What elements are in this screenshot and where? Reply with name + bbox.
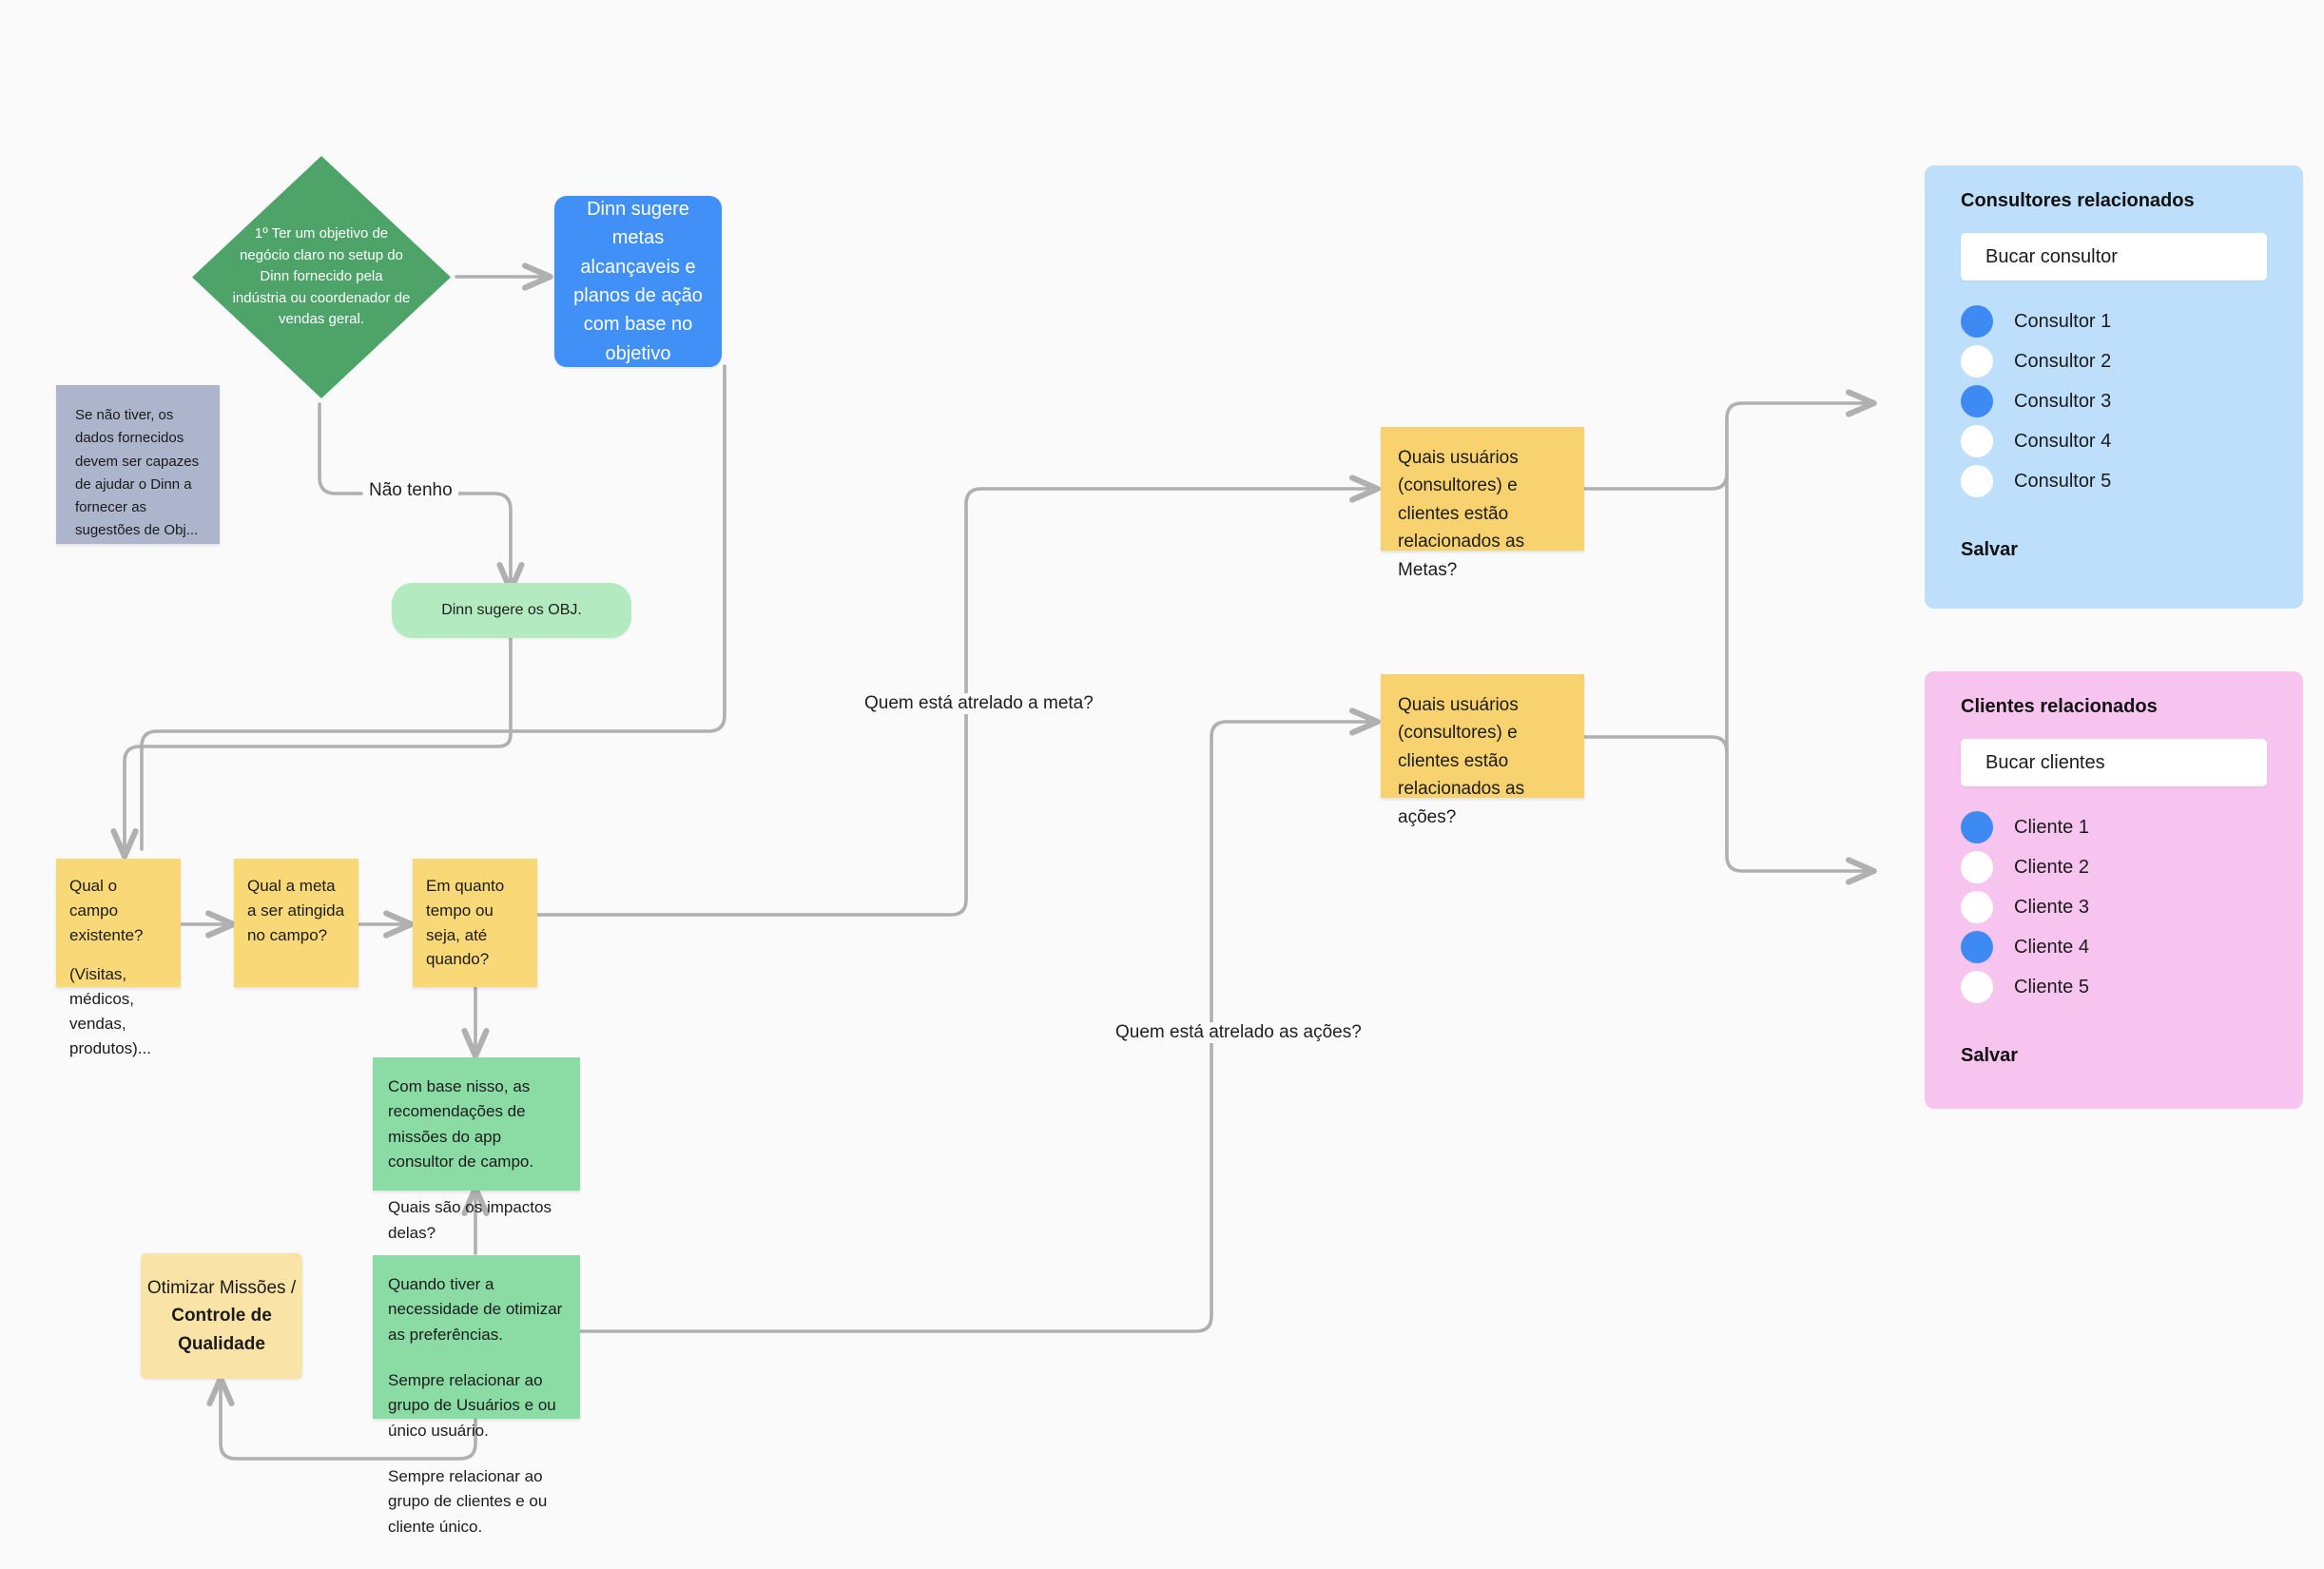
list-item[interactable]: Consultor 5 [1961,461,2267,501]
cliente-3-toggle-icon[interactable] [1961,891,1993,923]
list-item[interactable]: Cliente 3 [1961,887,2267,927]
clientes-list: Cliente 1 Cliente 2 Cliente 3 Cliente 4 … [1961,807,2267,1007]
field-question-text: Qual o campo existente? (Visitas, médico… [69,874,167,1061]
consultor-2-toggle-icon[interactable] [1961,345,1993,378]
dinn-suggests-obj-text: Dinn sugere os OBJ. [441,602,582,618]
edge-label-nao-tenho: Não tenho [363,480,458,501]
clientes-save-button[interactable]: Salvar [1961,1045,2019,1066]
clientes-search-input[interactable]: Bucar clientes [1961,739,2267,786]
node-recommendations-note[interactable]: Com base nisso, as recomendações de miss… [373,1057,580,1242]
consultores-list: Consultor 1 Consultor 2 Consultor 3 Cons… [1961,301,2267,501]
cliente-4-toggle-icon[interactable] [1961,931,1993,963]
node-preferences-note[interactable]: Quando tiver a necessidade de otimizar a… [373,1255,580,1536]
consultor-4-label: Consultor 4 [2014,430,2112,452]
recommendations-note-text: Com base nisso, as recomendações de miss… [388,1075,565,1246]
consultor-2-label: Consultor 2 [2014,350,2112,372]
consultor-5-toggle-icon[interactable] [1961,465,1993,497]
consultor-1-label: Consultor 1 [2014,310,2112,332]
list-item[interactable]: Consultor 1 [1961,301,2267,341]
consultor-3-label: Consultor 3 [2014,390,2112,412]
edge-label-quem-acoes: Quem está atrelado as ações? [1110,1022,1367,1043]
goal-question-text: Qual a meta a ser atingida no campo? [247,877,345,944]
list-item[interactable]: Cliente 2 [1961,847,2267,887]
recommendations-line1: Com base nisso, as recomendações de miss… [388,1077,534,1172]
edge-label-quem-meta: Quem está atrelado a meta? [859,693,1099,714]
list-item[interactable]: Cliente 4 [1961,927,2267,967]
gray-note-text: Se não tiver, os dados fornecidos devem … [75,407,200,539]
edge-nao-tenho-to-pill [445,492,525,593]
consultores-search-input[interactable]: Bucar consultor [1961,233,2267,281]
node-goal-question[interactable]: Qual a meta a ser atingida no campo? [234,859,358,987]
users-metas-question-text: Quais usuários (consultores) e clientes … [1398,448,1525,580]
consultor-1-toggle-icon[interactable] [1961,305,1993,338]
time-question-text: Em quanto tempo ou seja, até quando? [426,877,505,969]
node-optimize-missions[interactable]: Otimizar Missões / Controle de Qualidade [141,1253,302,1379]
node-dinn-suggest-goals[interactable]: Dinn sugere metas alcançaveis e planos d… [554,196,722,367]
node-dinn-suggests-obj[interactable]: Dinn sugere os OBJ. [392,583,631,638]
node-field-question[interactable]: Qual o campo existente? (Visitas, médico… [56,859,181,1057]
list-item[interactable]: Cliente 1 [1961,807,2267,847]
list-item[interactable]: Cliente 5 [1961,967,2267,1007]
diamond-shape: 1º Ter um objetivo de negócio claro no s… [192,156,451,398]
preferences-note-text: Quando tiver a necessidade de otimizar a… [388,1272,565,1540]
optimize-missions-text: Otimizar Missões / Controle de Qualidade [141,1274,302,1358]
consultor-5-label: Consultor 5 [2014,470,2112,492]
cliente-5-label: Cliente 5 [2014,976,2089,998]
consultores-panel-title: Consultores relacionados [1961,190,2195,211]
node-time-question[interactable]: Em quanto tempo ou seja, até quando? [413,859,537,987]
edge-metas-to-consultores [1582,389,1877,491]
list-item[interactable]: Consultor 3 [1961,381,2267,421]
preferences-line2: Sempre relacionar ao grupo de Usuários e… [388,1371,556,1440]
optimize-missions-line1: Otimizar Missões / [146,1277,297,1298]
preferences-line1: Quando tiver a necessidade de otimizar a… [388,1275,563,1344]
cliente-2-toggle-icon[interactable] [1961,851,1993,883]
consultores-save-button[interactable]: Salvar [1961,539,2019,560]
recommendations-line2: Quais são os impactos delas? [388,1198,552,1242]
edge-acoes-to-clientes [1582,735,1877,885]
node-gray-note[interactable]: Se não tiver, os dados fornecidos devem … [56,385,220,544]
consultor-3-toggle-icon[interactable] [1961,385,1993,417]
objective-diamond-text: 1º Ter um objetivo de negócio claro no s… [232,225,411,328]
panel-clientes-relacionados: Clientes relacionados Bucar clientes Cli… [1925,671,2303,1109]
edge-pill-to-field [110,728,513,860]
cliente-3-label: Cliente 3 [2014,896,2089,918]
users-acoes-question-text: Quais usuários (consultores) e clientes … [1398,695,1525,827]
cliente-1-toggle-icon[interactable] [1961,811,1993,843]
preferences-line3: Sempre relacionar ao grupo de clientes e… [388,1467,548,1536]
cliente-5-toggle-icon[interactable] [1961,971,1993,1003]
node-objective-diamond[interactable]: 1º Ter um objetivo de negócio claro no s… [192,156,451,398]
cliente-1-label: Cliente 1 [2014,816,2089,838]
node-users-acoes-question[interactable]: Quais usuários (consultores) e clientes … [1381,674,1584,827]
optimize-missions-line2: Controle de Qualidade [171,1306,272,1354]
list-item[interactable]: Consultor 2 [1961,341,2267,381]
cliente-4-label: Cliente 4 [2014,936,2089,958]
list-item[interactable]: Consultor 4 [1961,421,2267,461]
field-question-line2: (Visitas, médicos, vendas, produtos)... [69,965,151,1057]
dinn-suggest-goals-text: Dinn sugere metas alcançaveis e planos d… [573,198,703,364]
consultor-4-toggle-icon[interactable] [1961,425,1993,457]
clientes-panel-title: Clientes relacionados [1961,696,2158,717]
node-users-metas-question[interactable]: Quais usuários (consultores) e clientes … [1381,427,1584,580]
cliente-2-label: Cliente 2 [2014,856,2089,878]
field-question-line1: Qual o campo existente? [69,877,144,944]
edge-diamond-down-left [318,402,363,495]
panel-consultores-relacionados: Consultores relacionados Bucar consultor… [1925,165,2303,609]
